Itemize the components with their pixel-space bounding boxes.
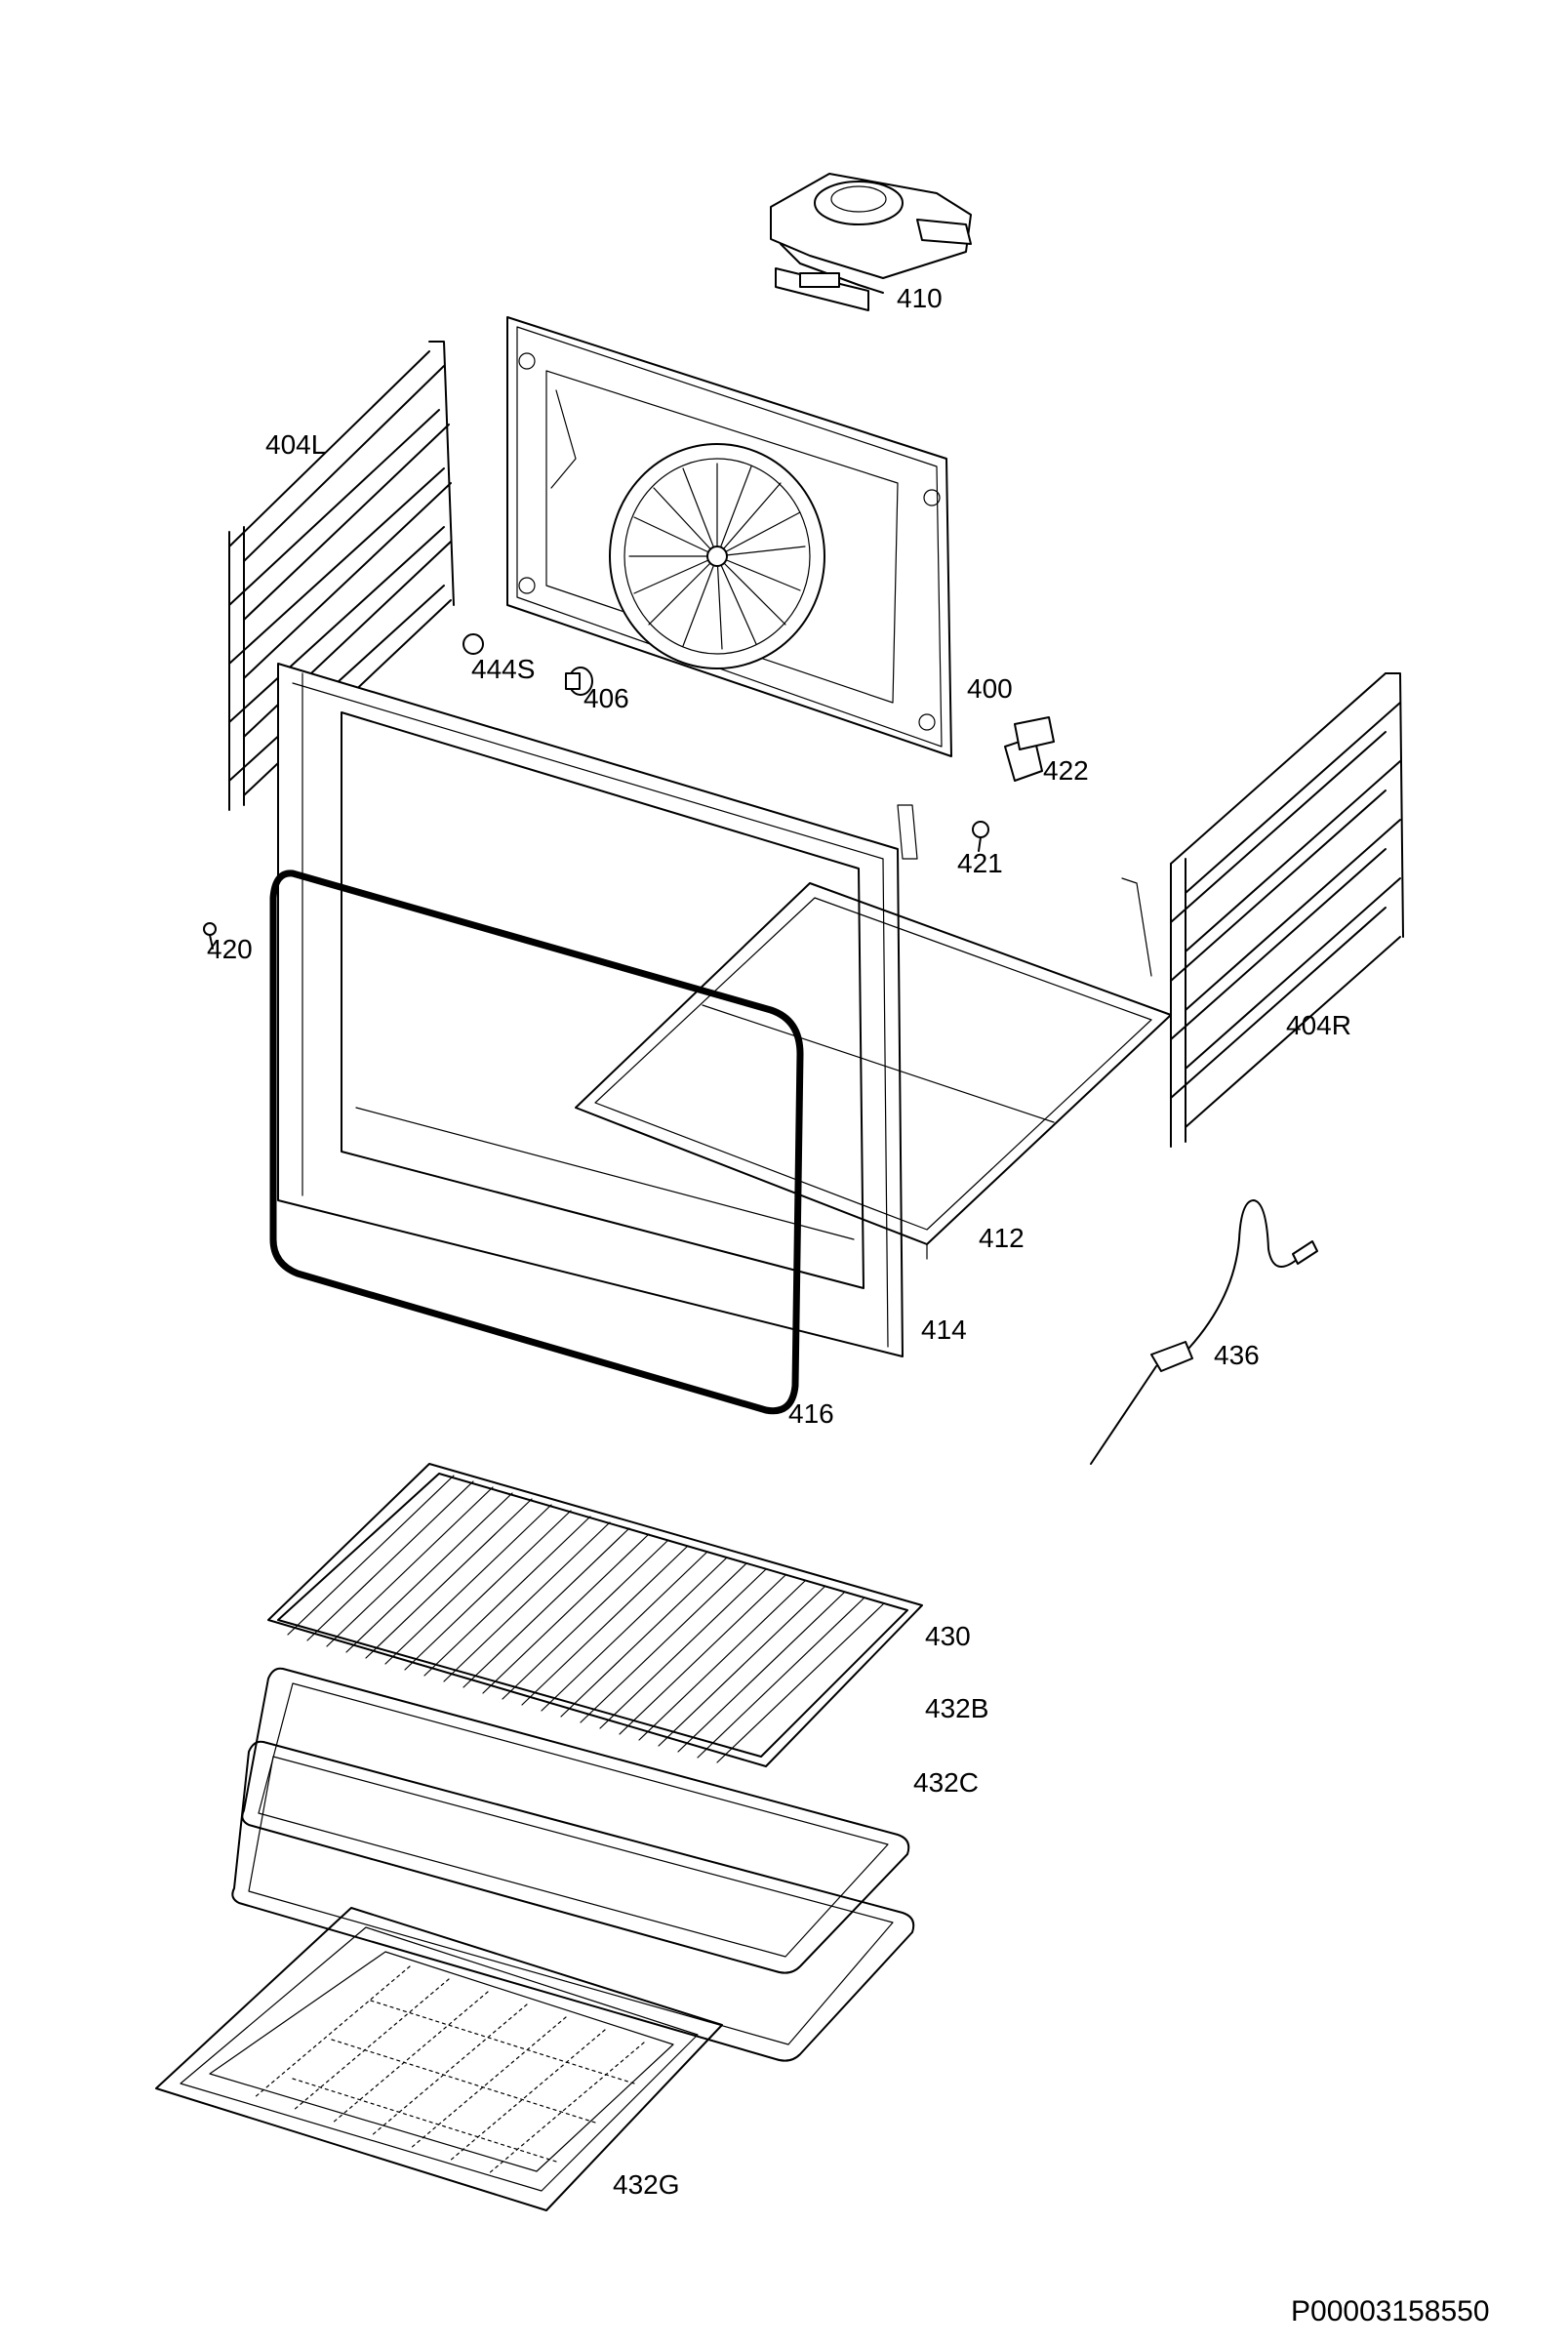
- label-404L: 404L: [265, 429, 327, 460]
- rear-panel-drawing: [506, 316, 952, 757]
- label-430: 430: [925, 1621, 971, 1651]
- label-412: 412: [979, 1223, 1025, 1253]
- front-frame-drawing: [277, 663, 918, 1357]
- screw-421-drawing: [972, 821, 989, 852]
- lamp-holder-drawing: [1004, 716, 1055, 782]
- meat-probe-drawing: [1090, 1199, 1318, 1465]
- label-432G: 432G: [613, 2169, 680, 2200]
- tray-432b-drawing: [241, 1667, 910, 1974]
- label-421: 421: [957, 848, 1003, 878]
- washer-drawing: [462, 633, 484, 655]
- fan-motor-drawing: [770, 173, 972, 311]
- tray-432g-drawing: [155, 1907, 723, 2211]
- nut-drawing: [565, 667, 593, 696]
- label-406: 406: [583, 683, 629, 713]
- label-444S: 444S: [471, 654, 536, 684]
- label-410: 410: [897, 283, 943, 313]
- label-420: 420: [207, 934, 253, 964]
- label-416: 416: [788, 1398, 834, 1429]
- label-432C: 432C: [913, 1767, 979, 1798]
- door-seal-drawing: [269, 870, 804, 1415]
- label-422: 422: [1043, 755, 1089, 786]
- tray-432c-drawing: [231, 1740, 915, 2062]
- screw-420-drawing: [203, 922, 217, 950]
- wire-rack-drawing: [267, 1463, 923, 1767]
- label-404R: 404R: [1286, 1010, 1351, 1040]
- right-shelf-support-drawing: [1170, 672, 1404, 1148]
- label-436: 436: [1214, 1340, 1260, 1370]
- label-432B: 432B: [925, 1693, 989, 1723]
- label-414: 414: [921, 1315, 967, 1345]
- document-id: P00003158550: [1291, 2295, 1490, 2327]
- label-400: 400: [967, 673, 1013, 704]
